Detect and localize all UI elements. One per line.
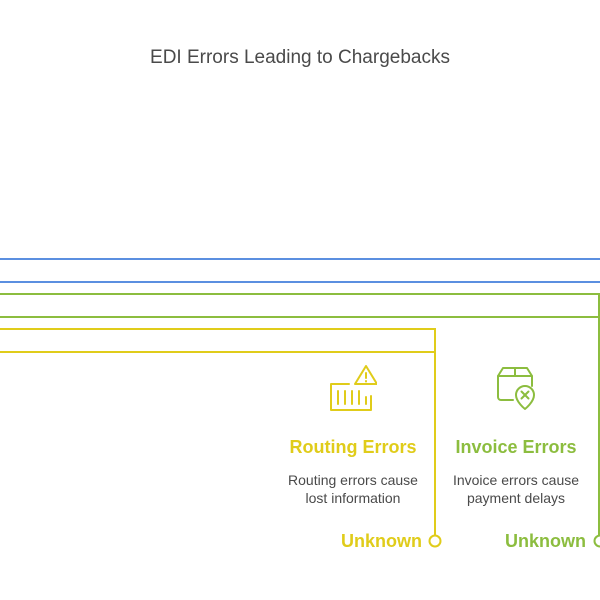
description-line: payment delays [466, 490, 566, 506]
routing-errors-value: Unknown [341, 531, 422, 551]
yellow-endpoint-marker [428, 534, 442, 548]
invoice-errors-label: Invoice Errors [455, 437, 577, 457]
invoice-errors-value: Unknown [505, 531, 586, 551]
routing-errors-label: Routing Errors [289, 437, 417, 457]
diagram-title: EDI Errors Leading to Chargebacks [150, 47, 450, 68]
routing-errors-description: Routing errors cause lost information [270, 471, 436, 507]
description-line: Routing errors cause [288, 472, 418, 488]
green-connector-top [0, 293, 600, 535]
package-location-x-icon [497, 367, 535, 410]
green-endpoint-marker [593, 534, 600, 548]
shipping-container-warning-icon [330, 365, 377, 411]
description-line: lost information [305, 490, 401, 506]
invoice-errors-description: Invoice errors cause payment delays [436, 471, 596, 507]
yellow-connector-top [0, 328, 436, 535]
description-line: Invoice errors cause [452, 472, 580, 488]
